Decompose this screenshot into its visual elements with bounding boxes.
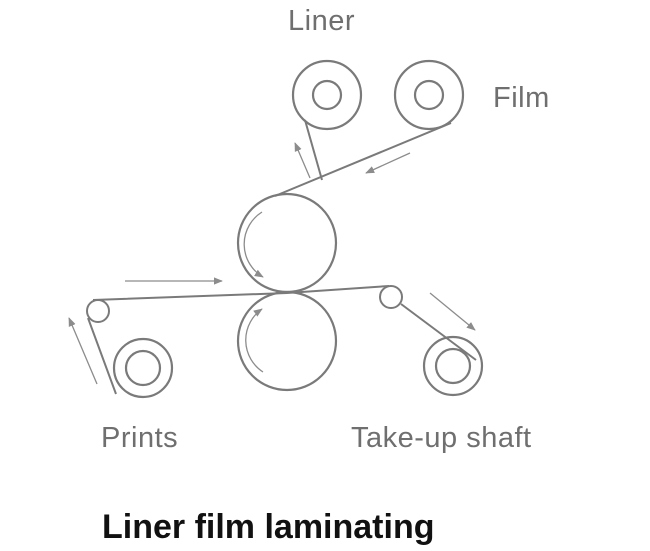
lower-roller-rotation-arrow [245,308,264,373]
film-roll [393,59,465,131]
take-up-shaft-label: Take-up shaft [351,422,532,454]
diagram-title: Liner film laminating [102,508,434,546]
liner-direction-arrow [294,142,311,179]
take-up-direction-arrow [429,292,476,331]
film-direction-arrow [365,152,411,174]
prints-label: Prints [101,422,178,454]
take-up-shaft-roll [422,335,484,397]
right-guide-roller [379,285,403,309]
liner-label: Liner [288,5,355,37]
left-guide-roller [86,299,110,323]
prints-web-path [87,292,288,395]
liner-roll [291,59,363,131]
lower-laminating-roller [236,290,338,392]
upper-laminating-roller [236,192,338,294]
upper-roller-rotation-arrow [243,211,264,278]
liner-web-path [304,119,323,181]
prints-roll [112,337,174,399]
prints-up-arrow [68,317,98,385]
output-web-path [286,285,477,361]
film-web-path [274,122,452,197]
film-label: Film [493,82,550,114]
